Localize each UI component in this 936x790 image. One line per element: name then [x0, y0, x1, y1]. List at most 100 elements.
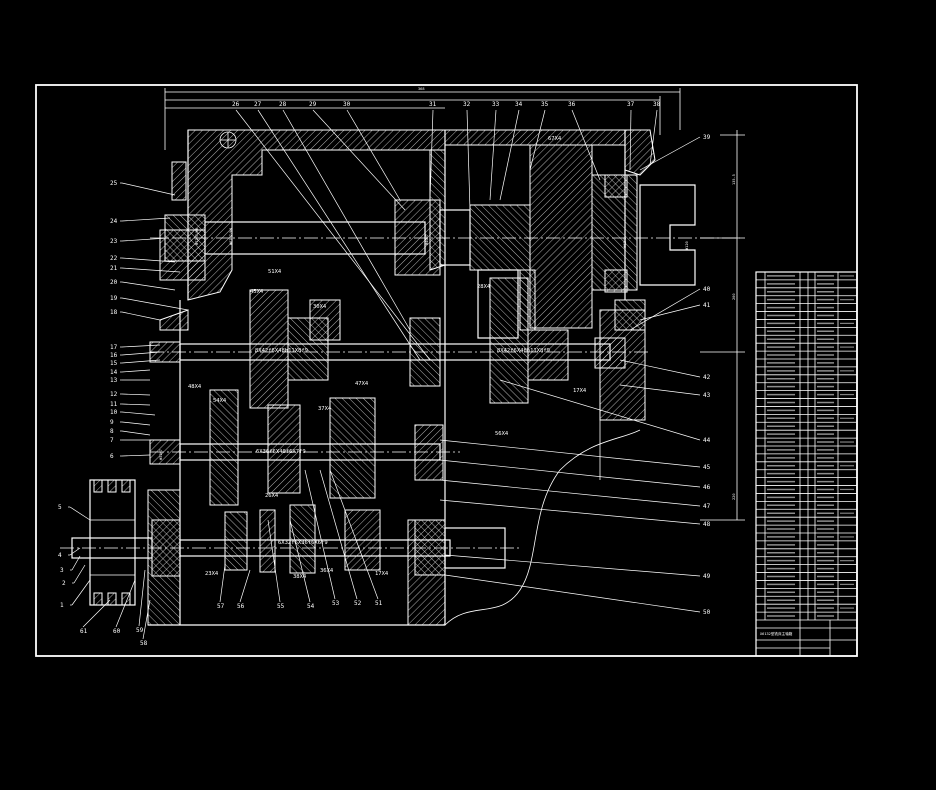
leader-line: [121, 369, 151, 373]
part-number: 60: [113, 628, 121, 635]
fit-label: Φ52H7: [159, 449, 163, 460]
vertical-dimension: 200: [732, 294, 736, 301]
part-number: 13: [110, 377, 118, 384]
part-number: 61: [80, 628, 88, 635]
spindle-shaft: [150, 144, 740, 339]
part-number: 49: [703, 573, 711, 580]
leader-line: [121, 182, 176, 196]
leader-line: [439, 439, 701, 468]
part-number: 40: [703, 286, 711, 293]
leader-line: [121, 359, 161, 364]
leader-line: [529, 109, 546, 171]
leader-line: [489, 109, 497, 201]
part-number: 2: [62, 580, 66, 587]
leader-line: [121, 311, 161, 321]
shaft-three: [149, 389, 460, 506]
leader-line: [444, 574, 701, 613]
leader-line: [121, 393, 151, 396]
gear-label: 23X4: [205, 571, 219, 577]
leader-line: [121, 281, 176, 291]
part-number: 1: [60, 602, 64, 609]
leader-line: [499, 109, 520, 201]
part-number: 12: [110, 391, 118, 398]
v-belt-pulley: [89, 479, 136, 606]
gear-label: 45X4: [250, 289, 264, 295]
vertical-dimension: 135.5: [732, 174, 736, 185]
leader-line: [439, 459, 701, 488]
leader-line: [289, 519, 311, 603]
part-number: 38: [653, 101, 661, 108]
leader-line: [219, 564, 226, 603]
fit-label: Φ62H7: [623, 237, 627, 248]
part-number: 16: [110, 352, 118, 359]
part-number: 3: [60, 567, 64, 574]
leader-line: [429, 109, 434, 201]
part-number: 41: [703, 302, 711, 309]
part-number: 24: [110, 218, 118, 225]
leader-line: [121, 344, 161, 348]
leader-line: [466, 109, 471, 211]
leader-line: [69, 506, 91, 521]
leader-line: [71, 579, 91, 606]
part-number: 51: [375, 600, 383, 607]
part-number: 42: [703, 374, 711, 381]
leader-line: [571, 109, 601, 181]
leader-line: [282, 109, 411, 331]
gear-label: 26X4: [265, 493, 279, 499]
part-number: 31: [429, 101, 437, 108]
leader-line: [121, 257, 176, 263]
part-number: 52: [354, 600, 362, 607]
right-dimensions: 135.5 200 220: [700, 130, 745, 521]
leader-line: [69, 547, 81, 556]
leader-line: [71, 555, 81, 571]
top-dimension-text: 368: [418, 87, 425, 91]
leader-line: [121, 403, 151, 406]
gear-label: 36X4: [320, 568, 334, 574]
leader-line: [138, 569, 146, 627]
leader-line: [121, 267, 181, 273]
part-number: 39: [703, 134, 711, 141]
part-number: 11: [110, 401, 118, 408]
part-number: 56: [237, 603, 245, 610]
part-number: 8: [110, 428, 114, 435]
part-number: 33: [492, 101, 500, 108]
gear-label: 51X4: [268, 269, 282, 275]
leader-line: [121, 421, 151, 426]
spline-label: 8X42f6X48b11X8f9: [255, 348, 308, 354]
leader-line: [312, 109, 406, 211]
leader-line: [121, 217, 171, 222]
leader-line: [639, 136, 701, 171]
leader-line: [121, 351, 161, 356]
part-number: 9: [110, 419, 114, 426]
gear-label: 28X4: [477, 284, 491, 290]
leader-line: [121, 237, 169, 242]
leader-line: [115, 579, 136, 628]
part-number: 47: [703, 503, 711, 510]
part-number: 45: [703, 464, 711, 471]
part-number: 25: [110, 180, 118, 187]
leader-line: [239, 569, 251, 603]
part-number: 21: [110, 265, 118, 272]
part-number: 19: [110, 295, 118, 302]
leader-line: [346, 109, 401, 201]
fit-label: Φ120: [685, 241, 689, 250]
part-number: 59: [136, 627, 144, 634]
spline-label: 6X32f6X36f6X6f9: [278, 540, 328, 546]
part-number: 23: [110, 238, 118, 245]
part-number: 5: [58, 504, 62, 511]
leader-line: [629, 109, 632, 171]
leader-line: [267, 519, 281, 603]
part-number: 7: [110, 437, 114, 444]
part-number: 30: [343, 101, 351, 108]
leader-line: [121, 430, 151, 436]
leader-line: [319, 469, 358, 600]
part-number: 36: [568, 101, 576, 108]
spline-labels: 8X42f6X48b11X8f9 8X42f6X48b11X8f9 6X36f6…: [255, 348, 550, 546]
part-number: 50: [703, 609, 711, 616]
gear-labels: 67X4 28X4 51X4 45X4 30X4 48X4 54X4 37X4 …: [188, 136, 587, 580]
leader-line: [439, 499, 701, 525]
gear-label: 54X4: [213, 398, 227, 404]
leader-line: [639, 304, 701, 321]
